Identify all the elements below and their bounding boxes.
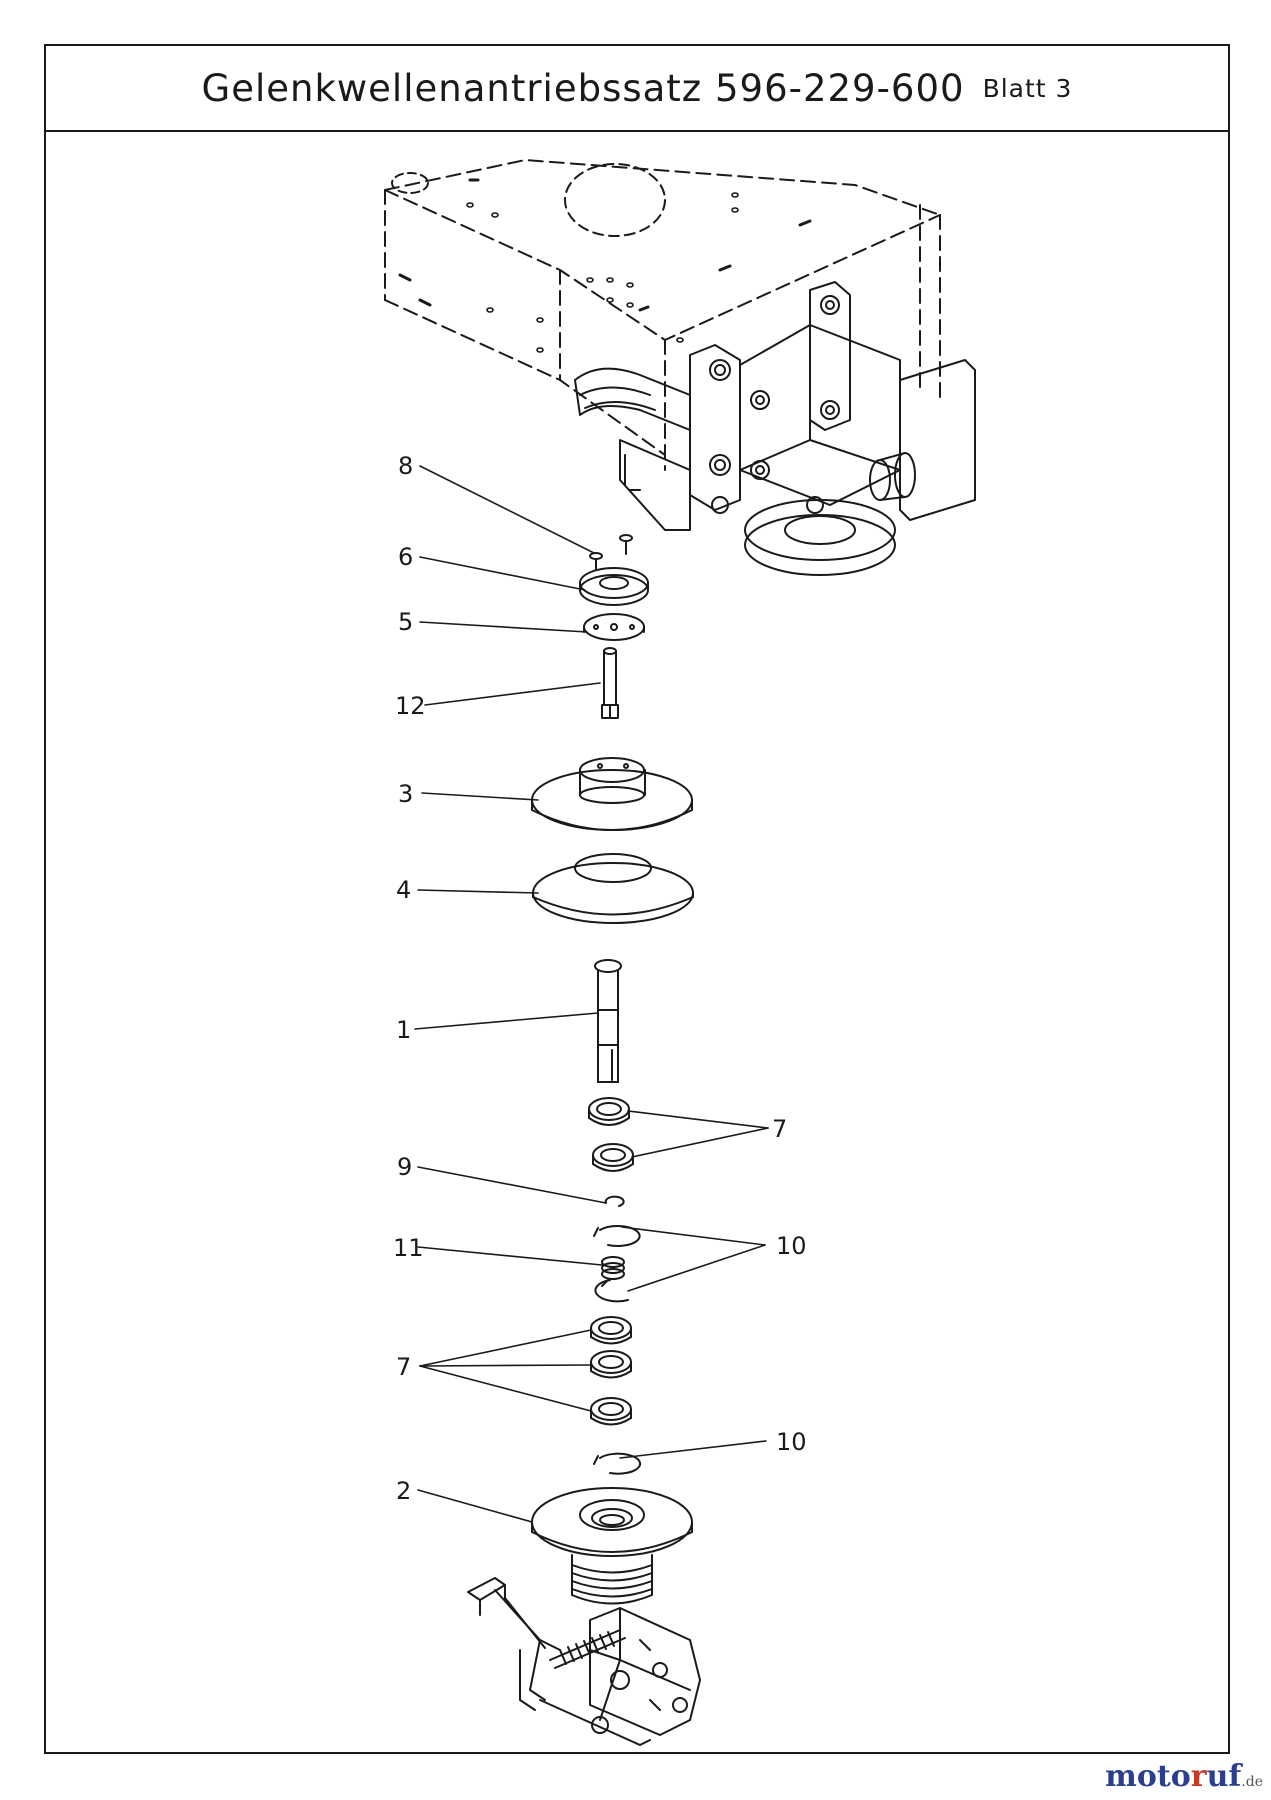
part-10-circlip-lower — [593, 1452, 642, 1475]
callout-5: 5 — [398, 608, 413, 636]
sheet-number: Blatt 3 — [982, 73, 1073, 103]
part-7-bearing-upper-2 — [592, 1143, 634, 1172]
callout-7-upper: 7 — [772, 1115, 787, 1143]
callout-9: 9 — [397, 1153, 412, 1181]
callout-4: 4 — [396, 876, 411, 904]
lift-linkage-assembly — [467, 1577, 701, 1746]
callout-labels: 8 6 5 12 3 4 1 7 9 11 10 7 10 2 — [393, 452, 807, 1505]
part-11-spring — [601, 1256, 625, 1280]
part-1-shaft — [594, 959, 622, 1083]
callout-10-upper: 10 — [776, 1232, 807, 1260]
callout-7-lower: 7 — [396, 1353, 411, 1381]
callout-8: 8 — [398, 452, 413, 480]
part-4-washer-ring — [532, 853, 694, 924]
part-5-washer-plate — [583, 613, 645, 641]
part-6-retaining-plate — [579, 567, 649, 606]
callout-3: 3 — [398, 780, 413, 808]
drawing-frame: Gelenkwellenantriebssatz 596-229-600 Bla… — [44, 44, 1230, 1754]
callout-2: 2 — [396, 1477, 411, 1505]
part-7-bearing-lower-1 — [590, 1316, 632, 1345]
callout-11: 11 — [393, 1234, 424, 1262]
part-9-snap-ring — [604, 1195, 625, 1207]
callout-10-lower: 10 — [776, 1428, 807, 1456]
part-10-circlip-upper-2 — [594, 1279, 629, 1303]
deck-housing-assembly — [384, 159, 976, 576]
callout-12: 12 — [395, 692, 426, 720]
part-12-bolt — [601, 647, 619, 719]
motoruf-watermark: motoruf.de — [1105, 1759, 1263, 1794]
part-2-lower-pulley-housing — [531, 1487, 693, 1605]
part-3-pulley-disc — [531, 757, 693, 831]
part-7-bearing-lower-2 — [590, 1350, 632, 1379]
leader-lines — [414, 465, 769, 1523]
page-title: Gelenkwellenantriebssatz 596-229-600 — [201, 66, 965, 110]
part-7-bearing-upper-1 — [588, 1097, 630, 1126]
part-10-circlip-upper-1 — [593, 1225, 641, 1247]
part-7-bearing-lower-3 — [590, 1397, 632, 1426]
callout-6: 6 — [398, 543, 413, 571]
callout-1: 1 — [396, 1016, 411, 1044]
title-bar: Gelenkwellenantriebssatz 596-229-600 Bla… — [46, 46, 1228, 132]
part-8-screws — [589, 534, 633, 571]
